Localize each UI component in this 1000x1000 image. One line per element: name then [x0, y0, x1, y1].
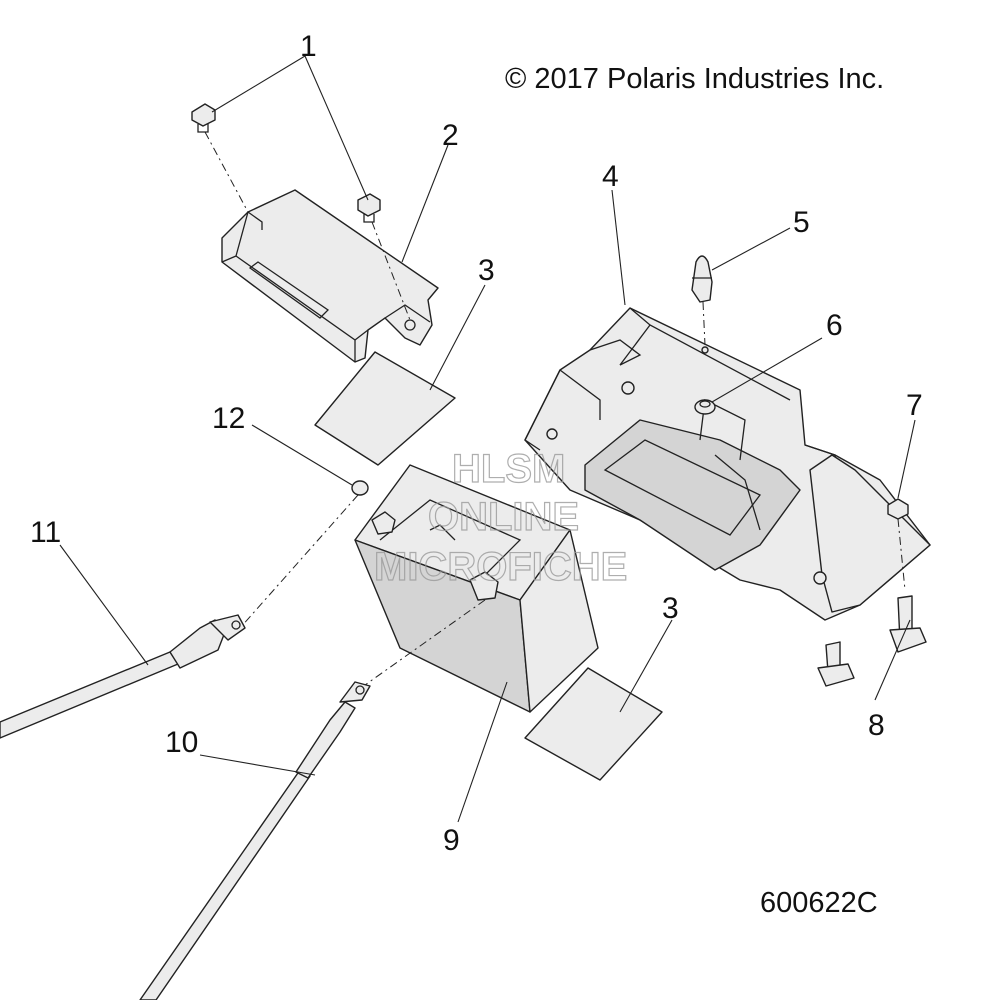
- leader-10: [199, 754, 316, 776]
- leader-11: [59, 544, 149, 666]
- callout-5: 5: [793, 206, 810, 239]
- leader-9: [457, 681, 508, 823]
- nut-12[interactable]: [351, 480, 369, 496]
- bolt-8b[interactable]: [817, 641, 855, 687]
- battery-pad-upper[interactable]: [314, 351, 456, 466]
- callout-7: 7: [906, 389, 923, 422]
- callout-2: 2: [442, 119, 459, 152]
- copyright-text: © 2017 Polaris Industries Inc.: [505, 63, 884, 95]
- watermark: HLSM ONLINE MICROFICHE: [373, 446, 628, 589]
- callout-12: 12: [212, 402, 245, 435]
- leader-12: [251, 424, 353, 486]
- watermark-line-1: HLSM: [452, 447, 565, 491]
- battery[interactable]: [354, 464, 599, 713]
- leader-3a: [429, 284, 486, 391]
- callout-9: 9: [443, 824, 460, 857]
- callout-11: 11: [30, 516, 61, 549]
- leader-7: [897, 419, 916, 499]
- battery-holder-bracket[interactable]: [524, 307, 931, 621]
- callout-8: 8: [868, 709, 885, 742]
- callout-3-lower: 3: [662, 592, 679, 625]
- callout-10: 10: [165, 726, 198, 759]
- screw-1a[interactable]: [191, 103, 216, 133]
- callout-6: 6: [826, 309, 843, 342]
- leader-8: [874, 619, 911, 701]
- leader-3b: [619, 619, 673, 713]
- cable-11[interactable]: [0, 614, 246, 739]
- watermark-line-2: ONLINE: [428, 495, 579, 539]
- callout-3-upper: 3: [478, 254, 495, 287]
- leader-5: [711, 227, 791, 271]
- leader-2: [401, 144, 449, 263]
- diagram-code: 600622C: [760, 887, 878, 919]
- grommet-6[interactable]: [694, 399, 716, 415]
- pin-5[interactable]: [691, 255, 713, 303]
- callout-4: 4: [602, 160, 619, 193]
- nut-7[interactable]: [887, 498, 909, 520]
- battery-cover[interactable]: [221, 189, 439, 363]
- leader-1b: [304, 55, 369, 201]
- leader-4: [611, 189, 626, 306]
- battery-pad-lower[interactable]: [524, 667, 663, 781]
- cable-10[interactable]: [139, 681, 371, 1000]
- watermark-line-3: MICROFICHE: [374, 545, 627, 589]
- screw-1b[interactable]: [357, 193, 381, 223]
- leader-1a: [211, 55, 306, 113]
- leader-6: [711, 337, 823, 403]
- callout-1: 1: [300, 30, 317, 63]
